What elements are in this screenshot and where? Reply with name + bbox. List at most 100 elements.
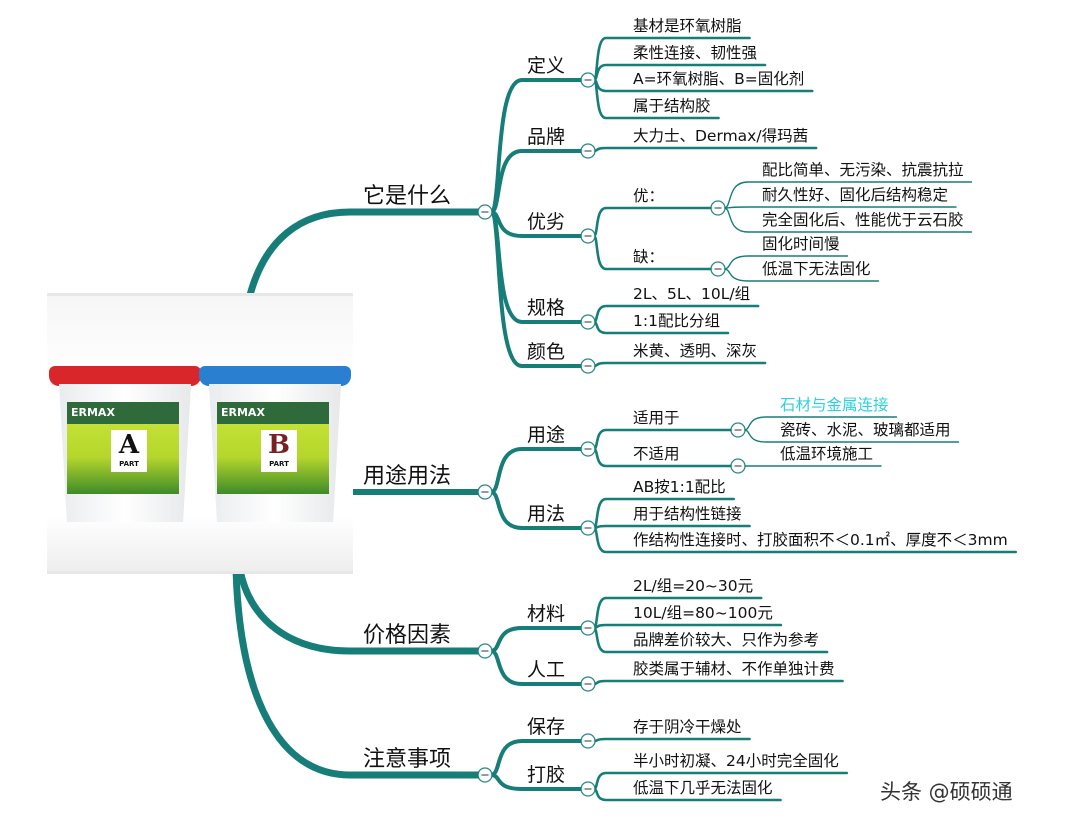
collapse-toggle-icon[interactable]: [580, 358, 596, 374]
subtopic-branch: [489, 626, 584, 653]
leaf-item: 半小时初凝、24小时完全固化: [633, 751, 839, 770]
collapse-toggle-icon[interactable]: [580, 620, 596, 636]
leaf-item: 属于结构胶: [633, 96, 711, 115]
trunk-branch: [236, 566, 482, 655]
leaf-item: AB按1:1配比: [633, 477, 726, 496]
collapse-toggle-icon[interactable]: [580, 781, 596, 797]
leaf-item: 低温下几乎无法固化: [633, 778, 773, 797]
sub-subtopic: 不适用: [633, 444, 680, 463]
collapse-toggle-icon[interactable]: [477, 643, 493, 659]
leaf-branch: [743, 429, 960, 443]
leaf-branch: [743, 416, 898, 431]
topic-2: 用途用法: [363, 464, 452, 489]
part-word: PART: [269, 460, 289, 468]
subtopic: 用法: [527, 503, 566, 525]
collapse-toggle-icon[interactable]: [580, 733, 596, 749]
leaf-item: 低温下无法固化: [762, 259, 871, 278]
collapse-toggle-icon[interactable]: [580, 520, 596, 536]
topic-1: 它是什么: [363, 184, 452, 209]
leaf-item: 2L、5L、10L/组: [633, 284, 751, 303]
leaf-item: 柔性连接、韧性强: [633, 43, 758, 62]
leaf-item: 基材是环氧树脂: [633, 16, 742, 35]
collapse-toggle-icon[interactable]: [580, 72, 596, 88]
subtopic-branch: [489, 649, 584, 686]
subtopic-branch: [489, 149, 584, 214]
collapse-toggle-icon[interactable]: [580, 441, 596, 457]
red-lid: [49, 366, 201, 386]
leaf-item: 固化时间慢: [762, 234, 840, 253]
trunk-branch: [232, 566, 482, 779]
leaf-item: 配比简单、无污染、抗震抗拉: [762, 160, 964, 179]
leaf-branch: [592, 524, 751, 530]
subtopic: 用途: [527, 424, 566, 446]
trunk-branch: [246, 208, 482, 299]
leaf-item: 胶类属于辅材、不作单独计费: [633, 659, 835, 678]
subtopic: 人工: [527, 659, 566, 681]
subtopic: 保存: [527, 716, 566, 738]
blue-lid: [199, 366, 351, 386]
subtopic: 定义: [527, 55, 566, 77]
leaf-item: 10L/组=80~100元: [633, 603, 773, 622]
leaf-item: 石材与金属连接: [780, 395, 889, 414]
leaf-item: A=环氧树脂、B=固化剂: [633, 69, 805, 88]
subtopic-branch: [489, 773, 584, 791]
sub-subtopic: 适用于: [633, 408, 680, 427]
subtopic-branch: [489, 210, 584, 368]
leaf-branch: [592, 206, 714, 238]
leaf-branch: [723, 206, 957, 209]
collapse-toggle-icon[interactable]: [730, 458, 746, 474]
topic-3: 价格因素: [363, 623, 452, 648]
subtopic-branch: [489, 447, 584, 494]
subtopic: 规格: [527, 297, 566, 319]
leaf-item: 用于结构性链接: [633, 504, 742, 523]
leaf-item: 低温环境施工: [780, 444, 874, 463]
subtopic: 优劣: [527, 211, 566, 233]
leaf-branch: [592, 679, 844, 686]
leaf-item: 2L/组=20~30元: [633, 576, 754, 595]
leaf-item: 1:1配比分组: [633, 311, 720, 330]
collapse-toggle-icon[interactable]: [730, 422, 746, 438]
leaf-item: 完全固化后、性能优于云石胶: [762, 210, 964, 229]
leaf-branch: [723, 207, 973, 233]
subtopic: 品牌: [527, 126, 566, 148]
sub-subtopic: 优：: [633, 186, 665, 205]
brand-logo: ERMAX: [217, 402, 329, 424]
part-letter: B: [268, 430, 290, 460]
leaf-item: 大力士、Dermax/得玛茜: [633, 126, 809, 145]
leaf-branch: [592, 361, 767, 368]
leaf-branch: [592, 623, 783, 630]
leaf-branch: [592, 146, 818, 153]
subtopic-branch: [489, 490, 584, 530]
watermark: 头条 @硕硕通: [880, 780, 1013, 804]
leaf-item: 米黄、透明、深灰: [633, 341, 758, 360]
collapse-toggle-icon[interactable]: [580, 314, 596, 330]
part-word: PART: [119, 460, 139, 468]
collapse-toggle-icon[interactable]: [580, 228, 596, 244]
collapse-toggle-icon[interactable]: [580, 143, 596, 159]
leaf-item: 品牌差价较大、只作为参考: [633, 630, 820, 649]
leaf-branch: [723, 181, 973, 209]
leaf-branch: [723, 255, 849, 270]
subtopic: 材料: [527, 603, 566, 625]
leaf-branch: [723, 268, 880, 282]
leaf-item: 耐久性好、固化后结构稳定: [762, 185, 949, 204]
collapse-toggle-icon[interactable]: [477, 767, 493, 783]
leaf-item: 瓷砖、水泥、玻璃都适用: [780, 420, 951, 439]
collapse-toggle-icon[interactable]: [477, 204, 493, 220]
leaf-item: 存于阴冷干燥处: [633, 717, 742, 736]
collapse-toggle-icon[interactable]: [710, 200, 726, 216]
topic-4: 注意事项: [363, 747, 452, 772]
collapse-toggle-icon[interactable]: [710, 261, 726, 277]
subtopic: 颜色: [527, 341, 566, 363]
collapse-toggle-icon[interactable]: [477, 484, 493, 500]
collapse-toggle-icon[interactable]: [580, 676, 596, 692]
sub-subtopic: 缺：: [633, 247, 665, 266]
leaf-item: 作结构性连接时、打胶面积不＜0.1㎡、厚度不＜3mm: [633, 530, 1008, 549]
part-letter: A: [118, 430, 140, 460]
